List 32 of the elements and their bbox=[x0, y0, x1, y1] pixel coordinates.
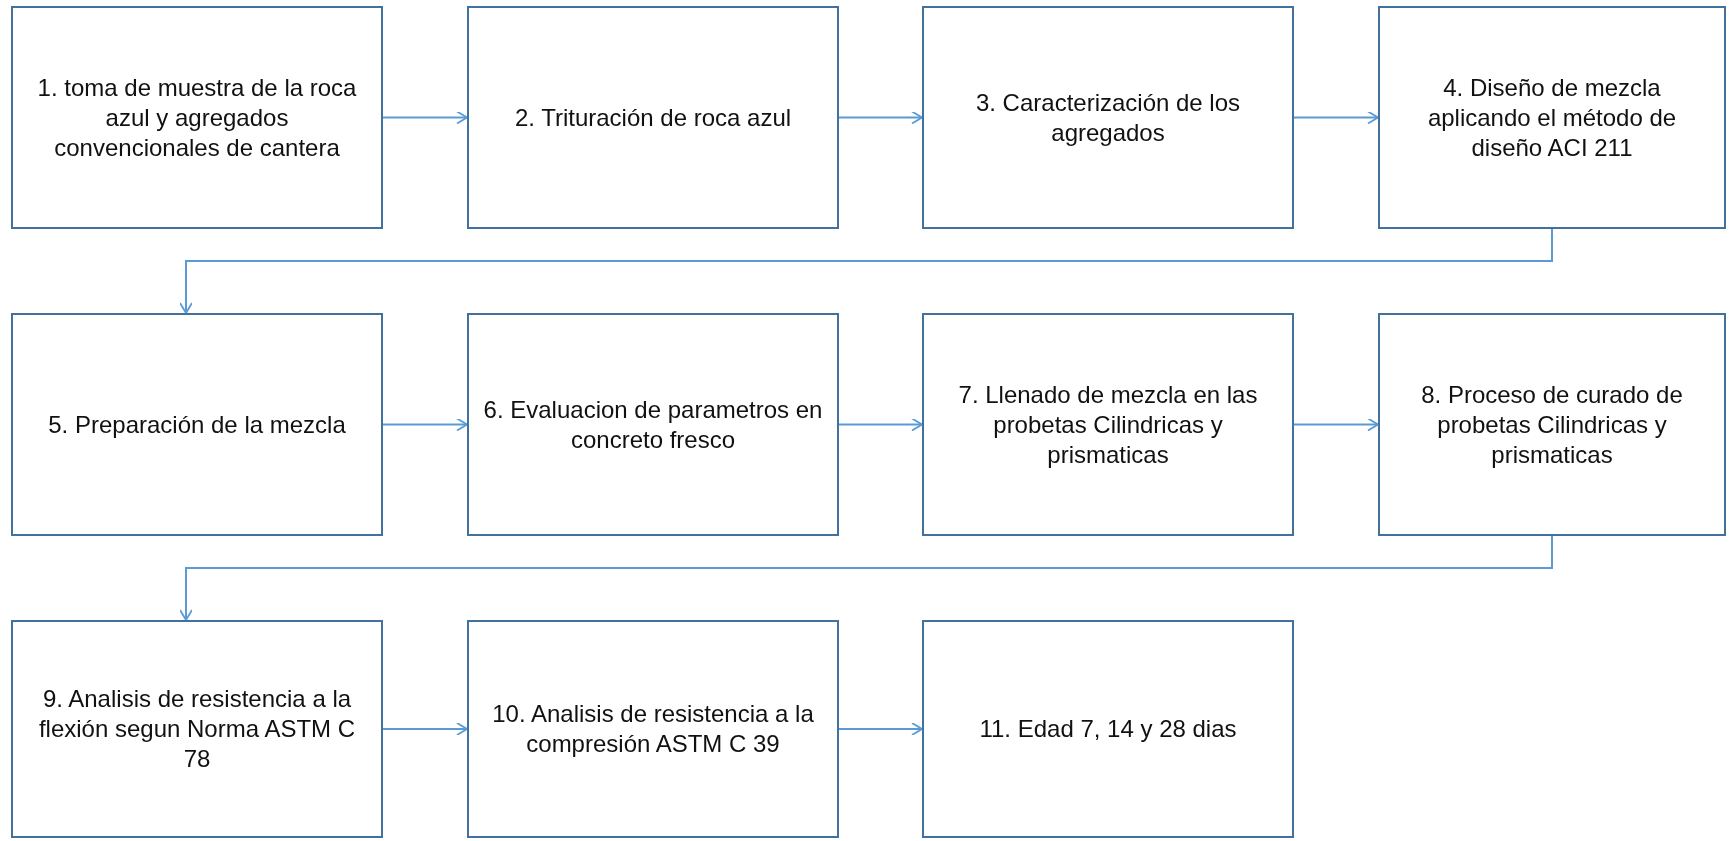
process-box bbox=[1378, 313, 1726, 536]
step-text: 10. Analisis de resistencia a la compresión ASTM C 39 bbox=[491, 699, 815, 759]
arrow bbox=[838, 110, 923, 125]
arrow bbox=[179, 535, 1553, 621]
arrow bbox=[179, 228, 1553, 314]
process-box bbox=[922, 620, 1294, 838]
process-box bbox=[467, 6, 839, 229]
step-text: 11. Edad 7, 14 y 28 dias bbox=[979, 714, 1237, 744]
arrow bbox=[382, 110, 468, 125]
step-text: 6. Evaluacion de parametros en concreto fresco bbox=[482, 394, 824, 455]
arrow bbox=[1293, 110, 1379, 125]
step-text: 1. toma de muestra de la roca azul y agregados convencionales de cantera bbox=[36, 72, 358, 163]
process-box bbox=[467, 620, 839, 838]
step-text: 5. Preparación de la mezcla bbox=[48, 409, 346, 440]
step-text: 7. Llenado de mezcla en las probetas Cilindricas y prismaticas bbox=[957, 379, 1259, 470]
arrow bbox=[382, 722, 468, 736]
process-box bbox=[467, 313, 839, 536]
process-box bbox=[1378, 6, 1726, 229]
process-box bbox=[11, 6, 383, 229]
step-text: 2. Trituración de roca azul bbox=[514, 102, 792, 133]
step-text: 3. Caracterización de los agregados bbox=[974, 87, 1242, 148]
arrow bbox=[838, 417, 923, 432]
step-text: 4. Diseño de mezcla aplicando el método de diseño ACI 211 bbox=[1426, 72, 1678, 163]
process-box bbox=[11, 313, 383, 536]
step-text: 9. Analisis de resistencia a la flexión segun Norma ASTM C 78 bbox=[37, 684, 357, 774]
arrow bbox=[382, 417, 468, 432]
step-text: 8. Proceso de curado de probetas Cilindricas y prismaticas bbox=[1420, 379, 1684, 470]
process-box bbox=[922, 313, 1294, 536]
arrow bbox=[838, 722, 923, 736]
arrow bbox=[1293, 417, 1379, 432]
process-box bbox=[922, 6, 1294, 229]
process-box bbox=[11, 620, 383, 838]
